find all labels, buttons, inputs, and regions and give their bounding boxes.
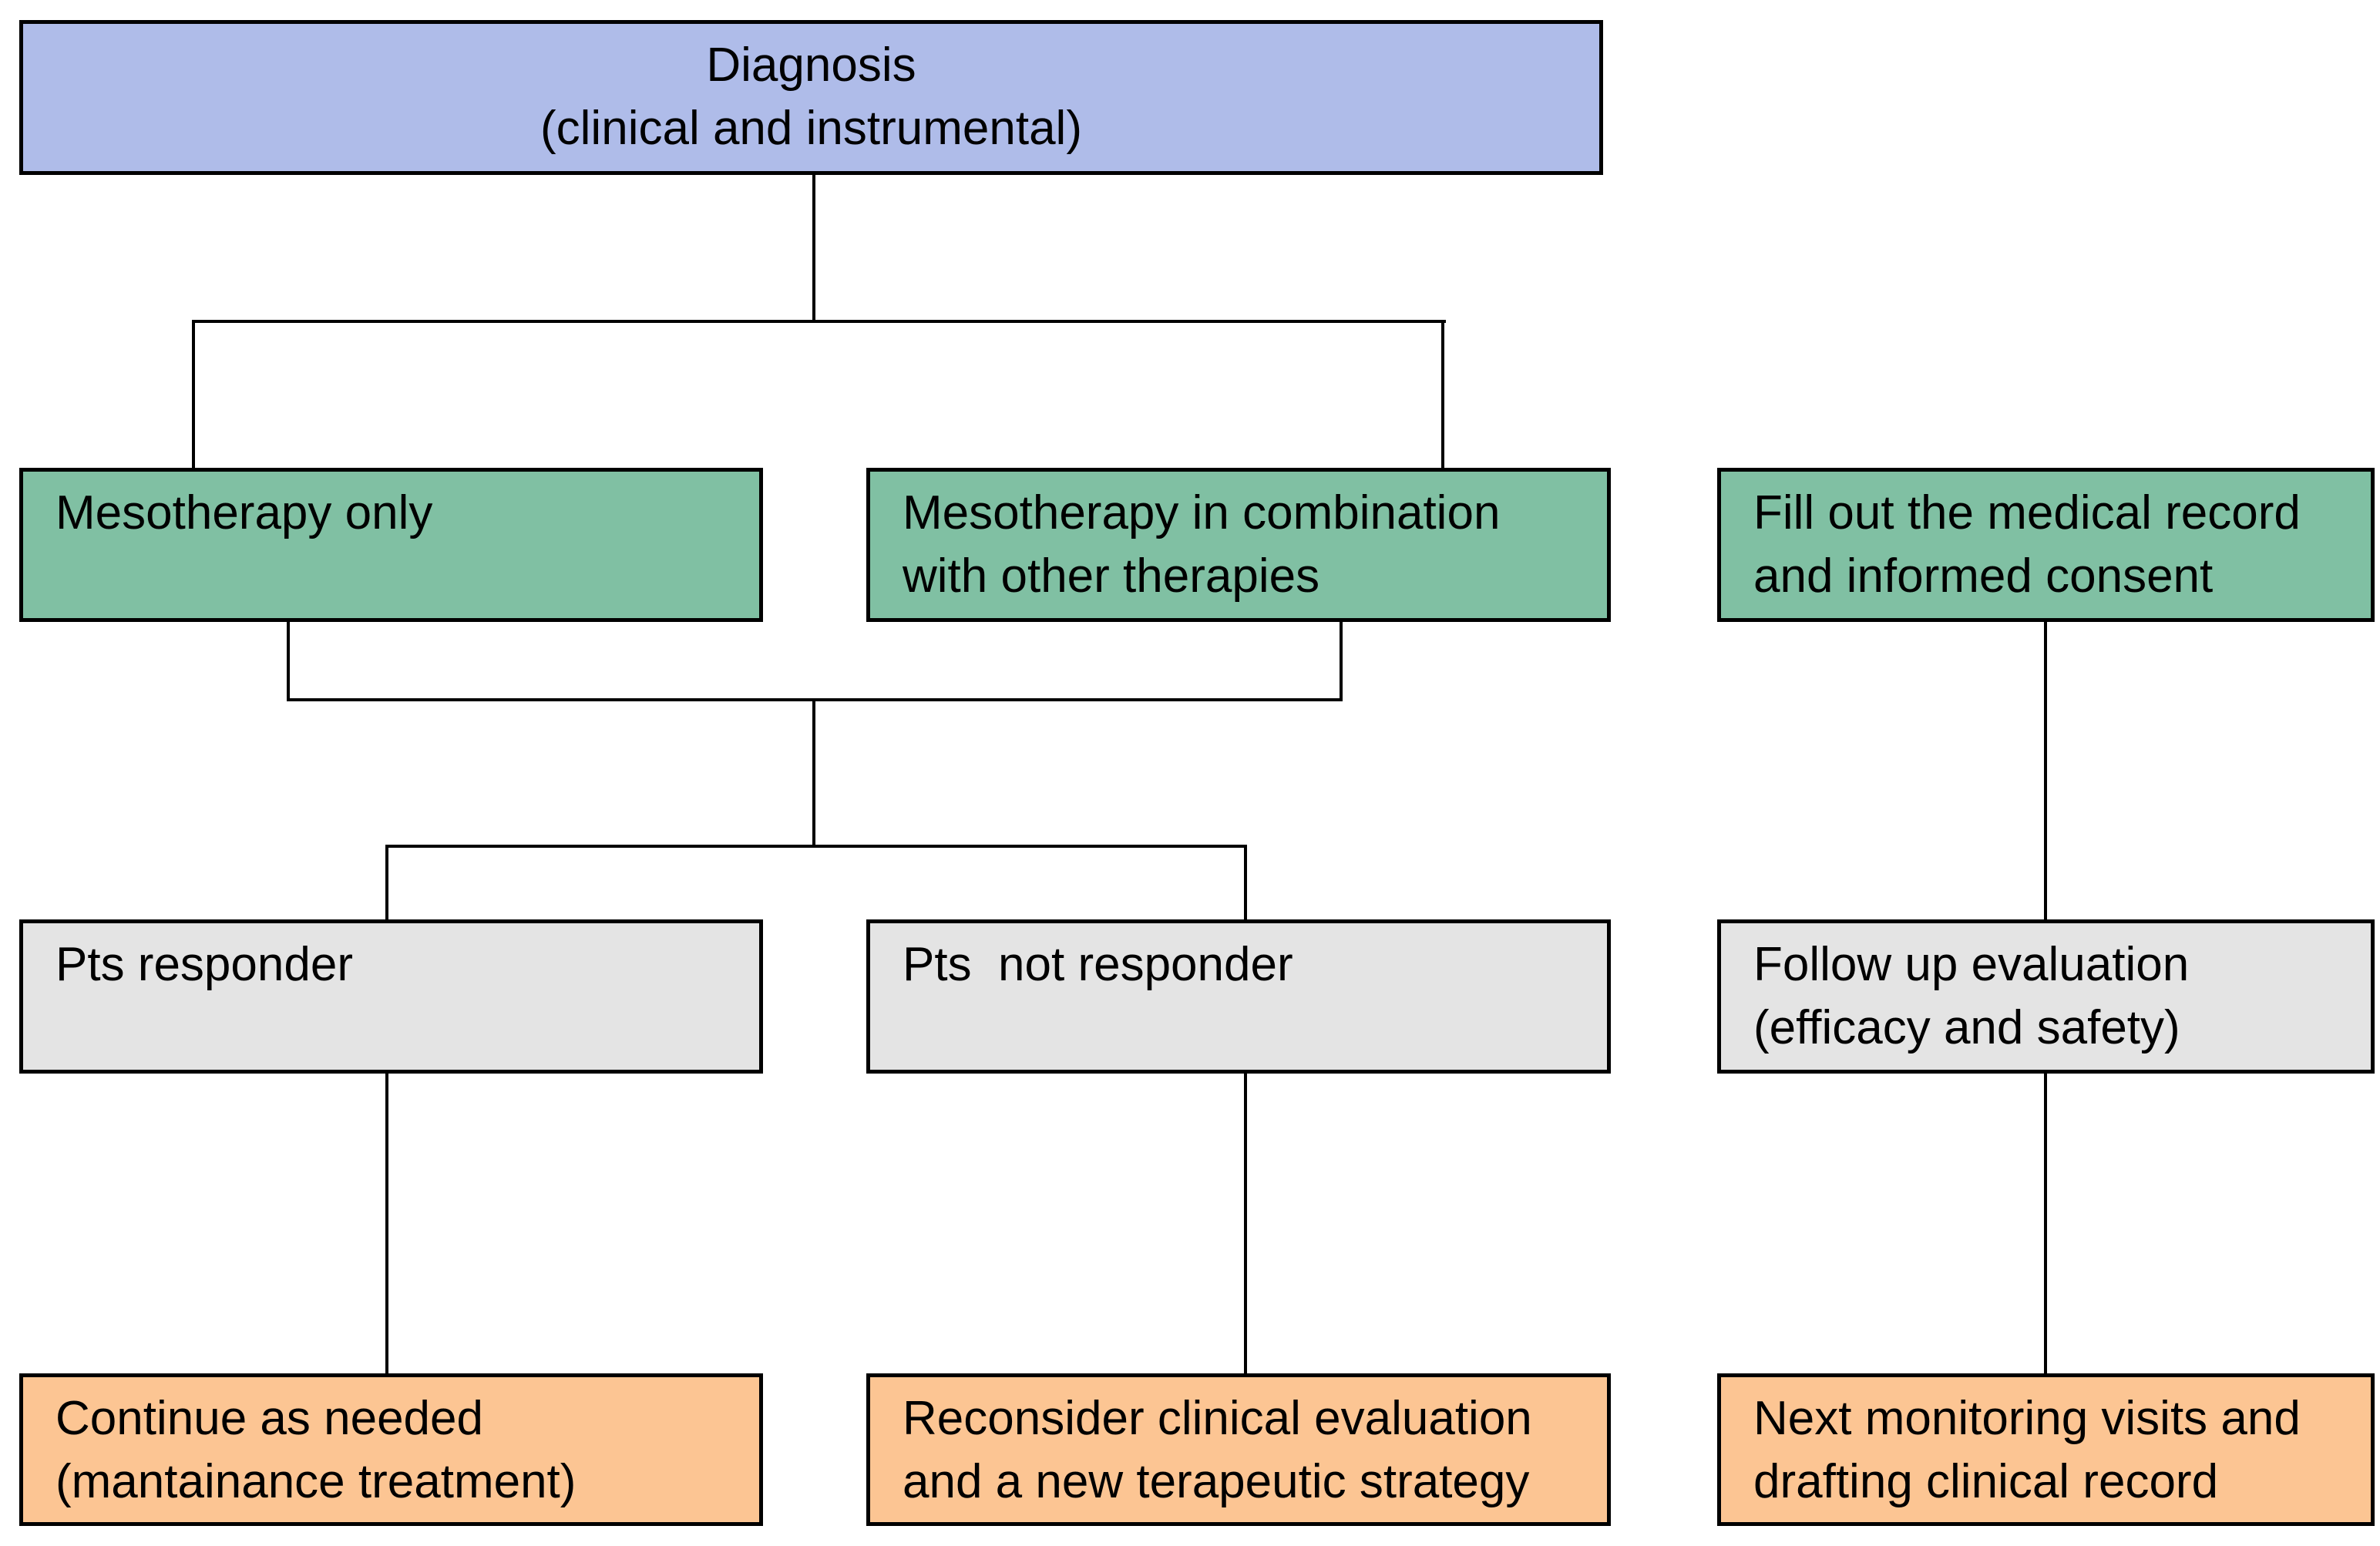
node-reconsider-evaluation: Reconsider clinical evaluation and a new… <box>866 1373 1611 1526</box>
edge-branch-to-mesotherapy-combination <box>1441 320 1444 468</box>
node-mesotherapy-combination: Mesotherapy in combination with other th… <box>866 468 1611 622</box>
edge-fill-record-to-follow-up <box>2044 622 2047 919</box>
edge-branch-to-mesotherapy-only <box>192 320 195 468</box>
edge-mesotherapy-only-down <box>287 622 290 701</box>
edge-diagnosis-branch-bar <box>193 320 1446 323</box>
edge-branch-to-pts-not-responder <box>1244 845 1247 919</box>
node-pts-responder: Pts responder <box>19 919 763 1074</box>
node-mesotherapy-only: Mesotherapy only <box>19 468 763 622</box>
edge-diagnosis-stem <box>812 175 815 323</box>
node-continue-as-needed: Continue as needed (mantainance treatmen… <box>19 1373 763 1526</box>
edge-follow-up-to-next-visits <box>2044 1074 2047 1373</box>
node-pts-not-responder: Pts not responder <box>866 919 1611 1074</box>
edge-responder-branch-bar <box>385 845 1247 848</box>
edge-pts-responder-to-continue <box>385 1074 388 1373</box>
node-next-monitoring-visits: Next monitoring visits and drafting clin… <box>1717 1373 2375 1526</box>
node-follow-up-evaluation: Follow up evaluation (efficacy and safet… <box>1717 919 2375 1074</box>
node-diagnosis: Diagnosis (clinical and instrumental) <box>19 20 1603 175</box>
node-fill-medical-record: Fill out the medical record and informed… <box>1717 468 2375 622</box>
edge-pts-not-responder-to-reconsider <box>1244 1074 1247 1373</box>
edge-mesotherapy-combination-down <box>1340 622 1343 701</box>
edge-merge-stem <box>812 698 815 848</box>
edge-branch-to-pts-responder <box>385 845 388 919</box>
